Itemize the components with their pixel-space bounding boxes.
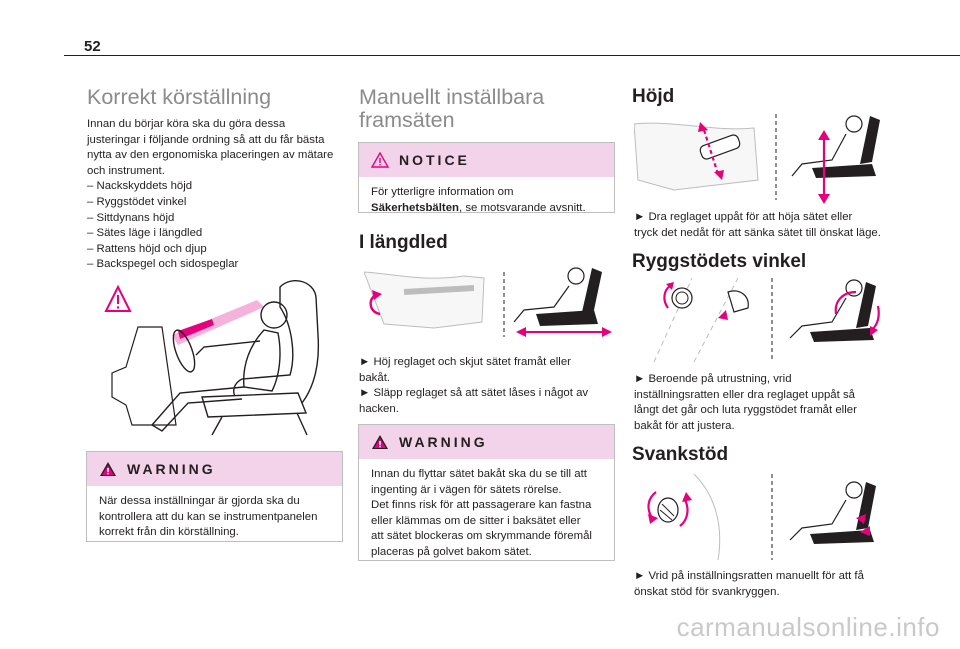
- list-item: – Rattens höjd och djup: [87, 242, 207, 255]
- list-item: – Sittdynans höjd: [87, 211, 175, 224]
- longitudinal-instructions: ► Höj reglaget och skjut sätet framåt el…: [359, 356, 589, 415]
- subsection-title-longitudinal: I längdled: [359, 232, 448, 253]
- notice-box-text: För ytterligre information om Säkerhetsb…: [371, 186, 586, 214]
- height-instructions: ► Dra reglaget uppåt för att höja sätet …: [634, 211, 881, 239]
- warning-box-text: Innan du flyttar sätet bakåt ska du se t…: [371, 468, 592, 558]
- seatbelt-link[interactable]: Säkerhetsbälten: [371, 201, 459, 214]
- warning-icon: [104, 284, 132, 312]
- warning-icon: [372, 435, 388, 449]
- longitudinal-illustration: [364, 262, 614, 342]
- subsection-title-height: Höjd: [632, 86, 675, 107]
- warning-box-seat: WARNING Innan du flyttar sätet bakåt ska…: [358, 424, 615, 561]
- watermark: carmanualsonline.info: [676, 612, 940, 642]
- subsection-title-backrest: Ryggstödets vinkel: [632, 251, 807, 272]
- lumbar-instructions: ► Vrid på inställningsratten manuellt fö…: [634, 570, 864, 598]
- list-item: – Backspegel och sidospeglar: [87, 258, 239, 271]
- section-title-driving-position: Korrekt körställning: [87, 85, 272, 109]
- warning-box-header: WARNING: [87, 452, 342, 486]
- warning-icon: [100, 462, 116, 476]
- driving-position-illustration: [92, 275, 342, 445]
- warning-box-text: När dessa inställningar är gjorda ska du…: [99, 495, 318, 539]
- list-item: – Ryggstödet vinkel: [87, 195, 187, 208]
- warning-box-driving: WARNING När dessa inställningar är gjord…: [86, 451, 343, 542]
- notice-box-header: NOTICE: [359, 143, 614, 177]
- warning-box-header: WARNING: [359, 425, 614, 459]
- notice-icon: [371, 152, 389, 168]
- list-item: – Nackskyddets höjd: [87, 180, 193, 193]
- height-illustration: [634, 110, 884, 206]
- lumbar-illustration: [634, 474, 884, 560]
- backrest-illustration: [634, 278, 884, 362]
- top-divider: [64, 55, 960, 56]
- notice-box: NOTICE För ytterligre information om Säk…: [358, 142, 615, 214]
- list-item: – Sätes läge i längdled: [87, 227, 203, 240]
- subsection-title-lumbar: Svankstöd: [632, 444, 729, 465]
- page-number: 52: [84, 38, 101, 55]
